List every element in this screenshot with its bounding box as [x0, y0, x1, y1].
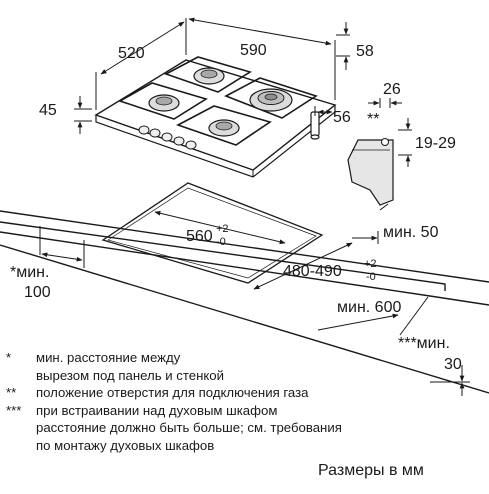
- dim-cutout-width: 560: [186, 228, 213, 245]
- dim-min-wall-value: 100: [24, 284, 51, 301]
- dim-hob-height: 45: [39, 102, 57, 119]
- gas-inlet-detail: [347, 138, 394, 211]
- footnote-text: вырезом под панель и стенкой: [36, 367, 225, 383]
- burner-back-left: [193, 67, 225, 85]
- footnote-3: *** при встраивании над духовым шкафом: [6, 402, 476, 420]
- worktop: [0, 210, 489, 394]
- dim-cutout-width-tol-plus: +2: [216, 223, 229, 235]
- dim-cutout-depth-tol-plus: +2: [364, 258, 377, 270]
- footnote-text: мин. расстояние между: [36, 350, 181, 365]
- dim-min-front: мин. 600: [337, 299, 401, 316]
- burner-front-right: [208, 119, 240, 137]
- dimension-lines: [39, 17, 470, 396]
- dim-cutout-width-tol-minus: -0: [216, 236, 226, 248]
- dim-min-wall-label: *мин.: [10, 264, 49, 281]
- dim-gas-inlet-offset: 56: [333, 109, 351, 126]
- dim-cutout-depth-tol-minus: -0: [366, 271, 376, 283]
- units-caption: Размеры в мм: [318, 462, 424, 479]
- dim-hob-width: 590: [240, 42, 267, 59]
- gas-connector: [310, 111, 320, 140]
- footnote-mark: ***: [6, 402, 22, 418]
- footnote-text: расстояние должно быть больше; см. требо…: [36, 420, 342, 436]
- footnote-1: * мин. расстояние между: [6, 349, 476, 367]
- footnote-text: по монтажу духовых шкафов: [36, 437, 215, 453]
- dimension-labels: 520 590 58 45 56 ** 26 19-29 560 +2 -0 4…: [10, 42, 462, 373]
- dim-gas-inlet-side: 26: [383, 81, 401, 98]
- footnote-text: положение отверстия для подключения газа: [36, 385, 309, 401]
- footnote-mark: **: [6, 385, 17, 401]
- hob: [94, 56, 337, 178]
- dim-min-oven-label: ***мин.: [398, 335, 450, 352]
- footnote-mark: *: [6, 350, 12, 365]
- burner-wok: [249, 88, 293, 112]
- burner-front-left: [148, 94, 180, 112]
- control-knobs: [138, 125, 197, 150]
- dim-min-oven-value: 30: [444, 356, 462, 373]
- dim-gas-inlet-mark: **: [367, 111, 379, 128]
- dim-top-clearance: 58: [356, 43, 374, 60]
- dim-min-worktop: мин. 50: [383, 224, 439, 241]
- footnote-text: при встраивании над духовым шкафом: [36, 402, 278, 418]
- footnote-2: ** положение отверстия для подключения г…: [6, 384, 476, 402]
- cutout: [101, 182, 324, 284]
- dim-hob-depth: 520: [118, 45, 145, 62]
- dim-cutout-depth: 480-490: [283, 263, 342, 280]
- dim-gas-inlet-height: 19-29: [415, 135, 456, 152]
- footnotes: * мин. расстояние между вырезом под пане…: [6, 349, 476, 455]
